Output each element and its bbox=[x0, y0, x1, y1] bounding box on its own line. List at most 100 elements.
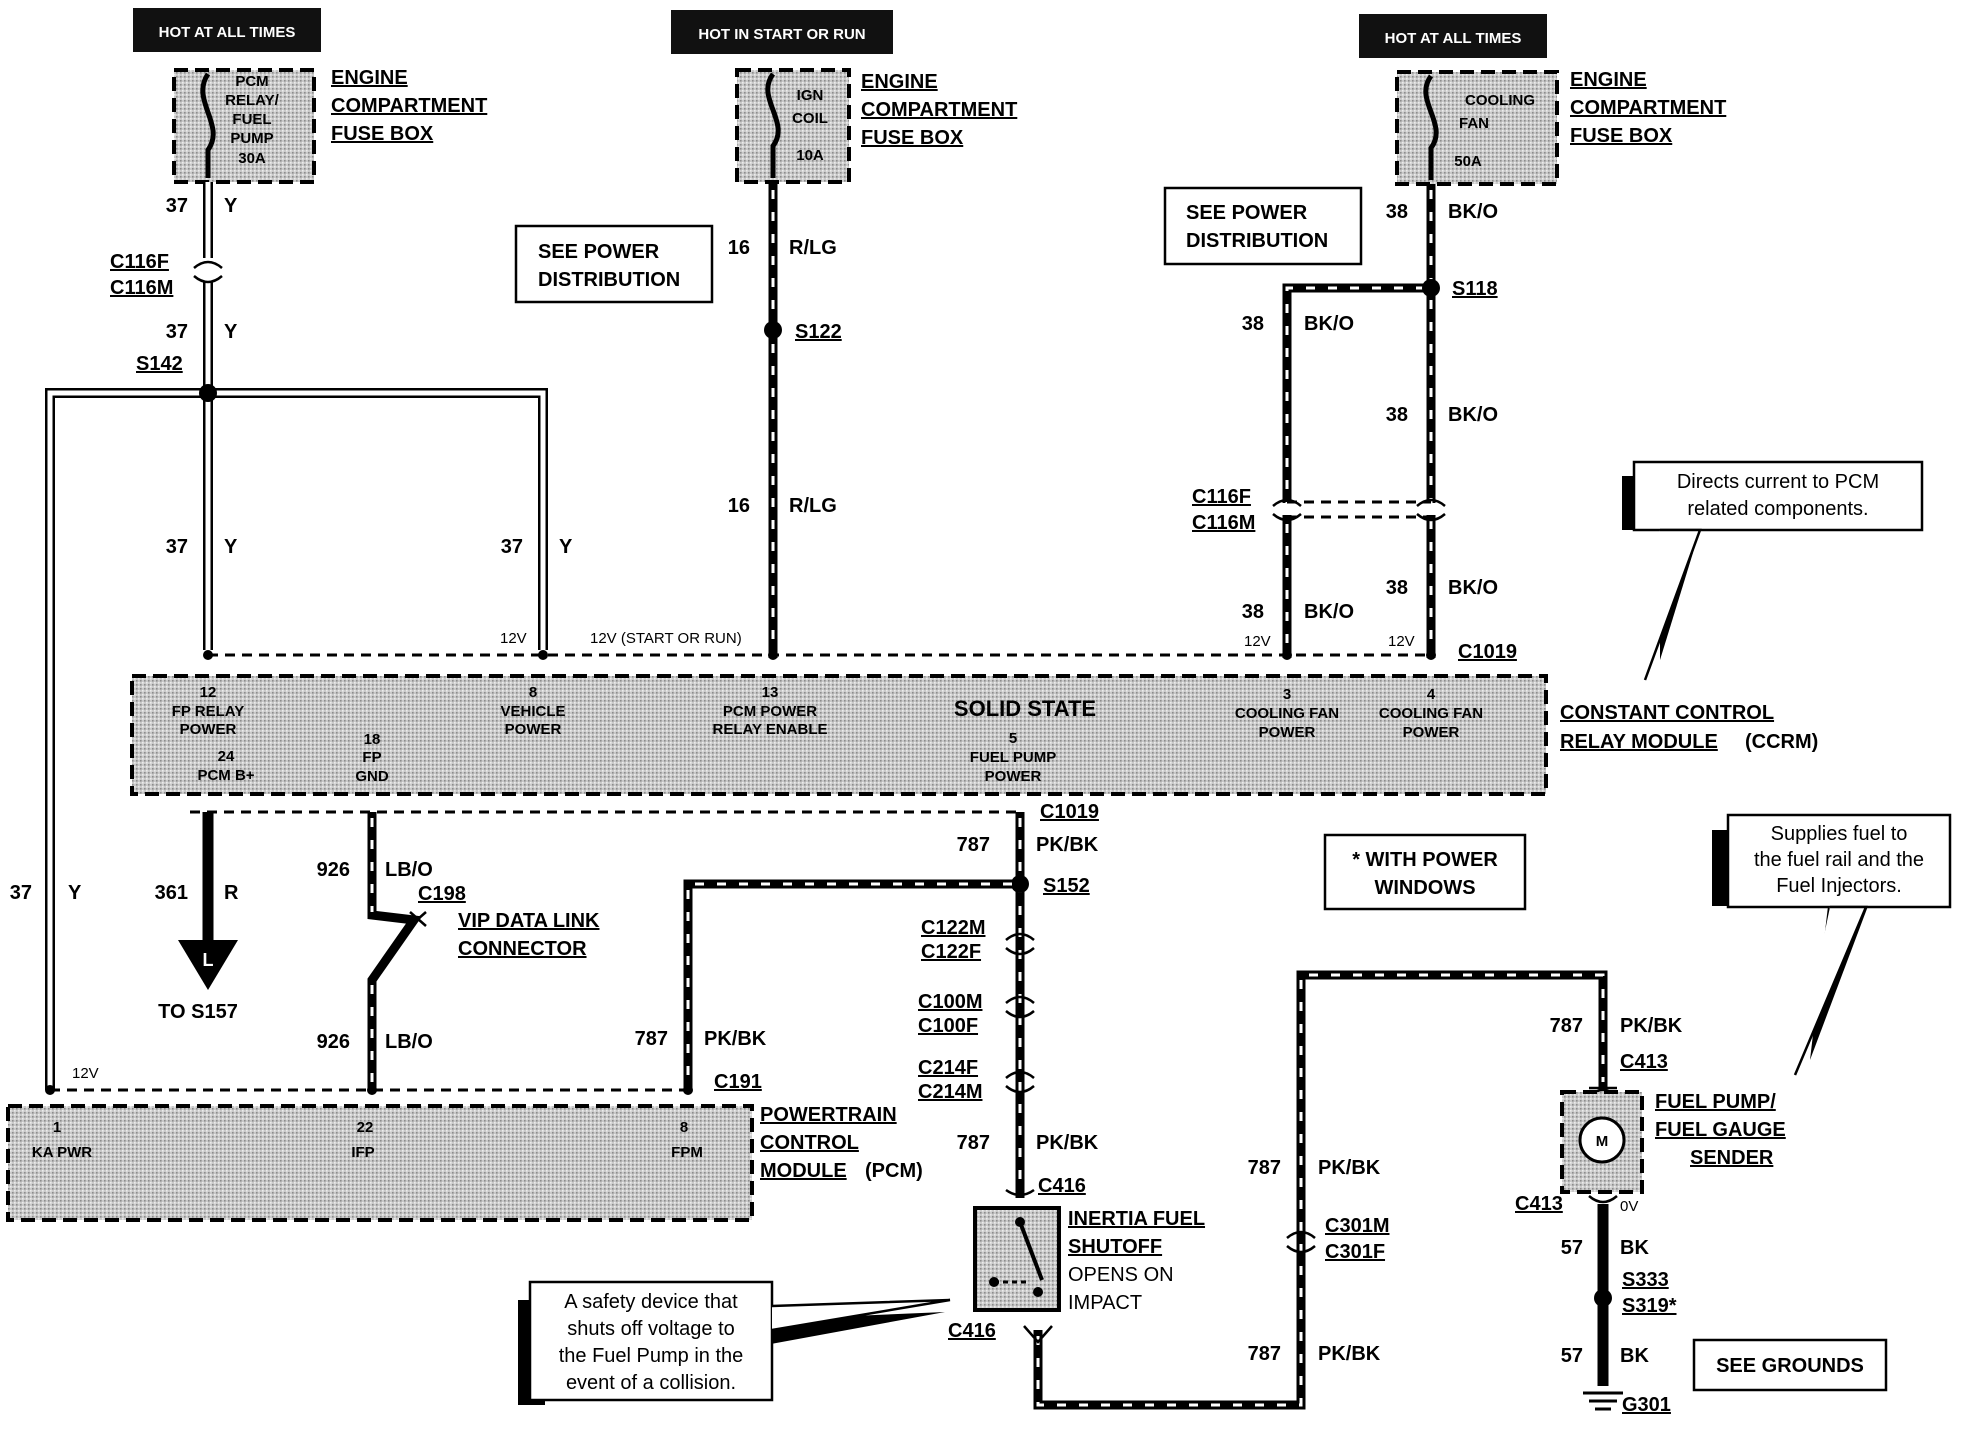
fuse-location: ENGINE bbox=[331, 67, 408, 89]
fuse-element-icon bbox=[200, 72, 216, 178]
fuse-ign-coil: HOT IN START OR RUN IGN COIL 10A ENGINE … bbox=[671, 10, 1017, 184]
callout-fuel-pump: Supplies fuel to the fuel rail and the F… bbox=[1712, 813, 1952, 1076]
tag-text: HOT AT ALL TIMES bbox=[159, 24, 296, 41]
splice-label: S122 bbox=[795, 321, 842, 343]
wire-number: 37 bbox=[166, 536, 188, 558]
ccrm-pin-label: FP bbox=[362, 749, 381, 766]
voltage-label: 0V bbox=[1620, 1198, 1638, 1215]
ccrm-name: (CCRM) bbox=[1745, 731, 1818, 753]
wire-color: Y bbox=[224, 321, 238, 343]
arrow-down-icon bbox=[178, 940, 238, 990]
wire-color: R bbox=[224, 882, 239, 904]
connector-label: C100M bbox=[918, 991, 982, 1013]
wire-number: 926 bbox=[317, 1031, 350, 1053]
ccrm-pin-label: POWER bbox=[180, 721, 237, 738]
vip-label: VIP DATA LINK bbox=[458, 910, 600, 932]
pcm-pin-label: IFP bbox=[351, 1144, 374, 1161]
connector-c116-right-dashes bbox=[1287, 500, 1431, 519]
ccrm-pin-label: FP RELAY bbox=[172, 703, 245, 720]
fuse-location: ENGINE bbox=[1570, 69, 1647, 91]
callout-text: the fuel rail and the bbox=[1754, 849, 1924, 871]
fuel-pump-sender: M FUEL PUMP/ FUEL GAUGE SENDER bbox=[1560, 1086, 1786, 1411]
fuse-box bbox=[735, 68, 851, 184]
fuel-pump-label: SENDER bbox=[1690, 1147, 1774, 1169]
connector-label: C116F bbox=[1192, 486, 1251, 508]
wire-number: 37 bbox=[166, 195, 188, 217]
wire-787-return bbox=[1033, 970, 1608, 1410]
wire-number: 37 bbox=[10, 882, 32, 904]
connector-c100-icon bbox=[1005, 995, 1035, 1019]
fuse-line: COIL bbox=[792, 110, 828, 127]
ground-label: G301 bbox=[1622, 1394, 1671, 1416]
circuit-16-wires bbox=[764, 182, 782, 658]
wire-color: PK/BK bbox=[1036, 834, 1099, 856]
splice-label: S152 bbox=[1043, 875, 1090, 897]
wire-color: BK/O bbox=[1448, 577, 1498, 599]
circuit-38-wires bbox=[1272, 184, 1446, 658]
connector-label: C116M bbox=[1192, 512, 1255, 534]
wire-number: 37 bbox=[501, 536, 523, 558]
ccrm-pin-label: POWER bbox=[985, 768, 1042, 785]
tag-hot-at-all-times-2 bbox=[1359, 14, 1547, 58]
connector-label: C301M bbox=[1325, 1215, 1389, 1237]
inertia-label: SHUTOFF bbox=[1068, 1236, 1162, 1258]
fuse-line: PCM bbox=[235, 73, 268, 90]
callout-text: shuts off voltage to bbox=[567, 1318, 735, 1340]
ccrm-pin-num: 5 bbox=[1009, 730, 1017, 747]
wire-color: BK bbox=[1620, 1237, 1649, 1259]
wire-color: BK/O bbox=[1304, 313, 1354, 335]
tag-hot-in-start-or-run bbox=[671, 10, 893, 54]
wire-number: 57 bbox=[1561, 1345, 1583, 1367]
wire-number: 787 bbox=[1248, 1157, 1281, 1179]
connector-label: C122M bbox=[921, 917, 985, 939]
tag-hot-at-all-times-1 bbox=[133, 8, 321, 52]
ccrm-pin-label: GND bbox=[355, 768, 389, 785]
fuse-location: FUSE BOX bbox=[861, 127, 964, 149]
callout-inertia: A safety device that shuts off voltage t… bbox=[518, 1280, 951, 1405]
note-see-power-2: SEE POWER DISTRIBUTION bbox=[1163, 186, 1363, 266]
ccrm-pin-label: RELAY ENABLE bbox=[712, 721, 827, 738]
fuse-rating: 10A bbox=[796, 147, 824, 164]
ccrm-center-label: SOLID STATE bbox=[954, 696, 1096, 721]
pcm-name: MODULE bbox=[760, 1160, 847, 1182]
splice-label: S142 bbox=[136, 353, 183, 375]
pcm-box bbox=[6, 1104, 754, 1222]
pcm-pin-num: 8 bbox=[680, 1119, 688, 1136]
fuse-rating: 50A bbox=[1454, 153, 1482, 170]
ccrm-pin-label: COOLING FAN bbox=[1235, 705, 1339, 722]
fuse-line: FAN bbox=[1459, 115, 1489, 132]
fuse-location: COMPARTMENT bbox=[1570, 97, 1726, 119]
fuse-line: RELAY/ bbox=[225, 92, 279, 109]
pcm-pin-num: 22 bbox=[357, 1119, 374, 1136]
wire-number: 787 bbox=[635, 1028, 668, 1050]
connector-label: C416 bbox=[1038, 1175, 1086, 1197]
ccrm-pin-num: 12 bbox=[200, 684, 217, 701]
callout-pointer bbox=[1643, 528, 1702, 681]
callout-text: related components. bbox=[1687, 498, 1868, 520]
connector-label: C214M bbox=[918, 1081, 982, 1103]
note-text: SEE POWER bbox=[538, 241, 660, 263]
ccrm-module: SOLID STATE 12 FP RELAY POWER 24 PCM B+ … bbox=[130, 674, 1548, 796]
switch-blade-icon bbox=[1018, 1221, 1044, 1281]
wire-color: PK/BK bbox=[1318, 1157, 1381, 1179]
fuse-location: COMPARTMENT bbox=[331, 95, 487, 117]
inertia-label: IMPACT bbox=[1068, 1292, 1142, 1314]
wire-color: BK/O bbox=[1304, 601, 1354, 623]
note-see-grounds: SEE GROUNDS bbox=[1692, 1338, 1888, 1392]
fuel-pump-label: FUEL PUMP/ bbox=[1655, 1091, 1776, 1113]
ccrm-pin-num: 3 bbox=[1283, 686, 1291, 703]
vip-connector-icon bbox=[409, 911, 427, 927]
wire-color: BK/O bbox=[1448, 404, 1498, 426]
wire-color: Y bbox=[68, 882, 82, 904]
wire-color: LB/O bbox=[385, 1031, 433, 1053]
callout-text: Directs current to PCM bbox=[1677, 471, 1879, 493]
ccrm-pin-label: PCM POWER bbox=[723, 703, 817, 720]
ground-icon bbox=[1583, 1391, 1623, 1411]
fuse-location: COMPARTMENT bbox=[861, 99, 1017, 121]
ccrm-pin-label: VEHICLE bbox=[500, 703, 565, 720]
wire-color: PK/BK bbox=[704, 1028, 767, 1050]
note-text: WINDOWS bbox=[1374, 877, 1475, 899]
tag-text: HOT IN START OR RUN bbox=[698, 26, 865, 43]
motor-letter: M bbox=[1596, 1133, 1609, 1150]
ccrm-pin-label: FUEL PUMP bbox=[970, 749, 1056, 766]
